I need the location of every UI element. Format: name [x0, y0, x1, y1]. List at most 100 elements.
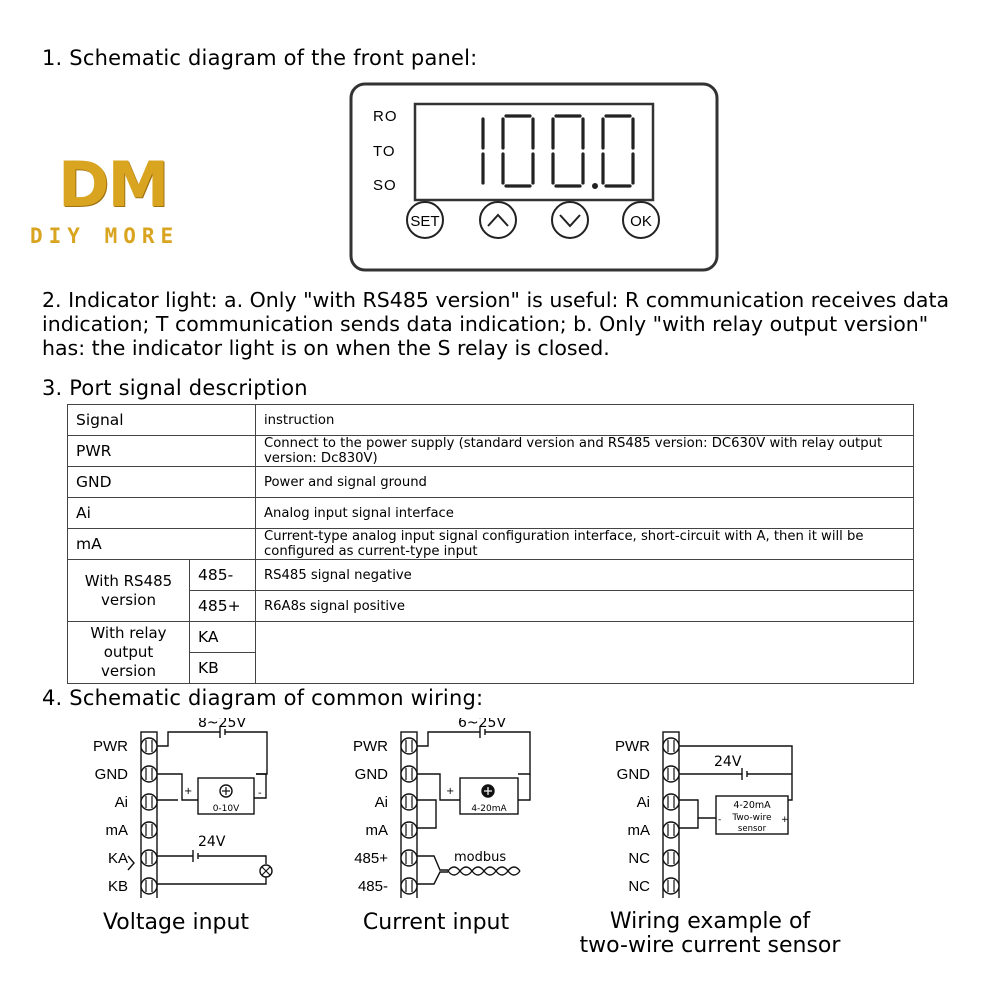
set-button-label: SET	[410, 213, 439, 230]
pin-label: Ai	[637, 794, 650, 811]
terminal-screw-icon	[140, 737, 158, 755]
signal-source-box	[197, 777, 255, 815]
terminal-screw-icon	[140, 877, 158, 895]
table-row: GND Power and signal ground	[67, 466, 914, 498]
wiring-diagram-voltage: PWR GND Ai mA KA KB 8~25V 0-10V + - 24V	[93, 718, 273, 898]
caption-line-1: Wiring example of	[609, 909, 811, 934]
svg-text:+: +	[446, 786, 454, 797]
instruction-cell: Analog input signal interface	[255, 497, 914, 529]
digit-0	[601, 114, 635, 188]
caption-line-2: two-wire current sensor	[579, 933, 841, 958]
front-panel: RO TO SO SET OK	[349, 82, 719, 272]
terminal-block	[662, 731, 680, 898]
table-row: With relay output version KA	[67, 621, 914, 684]
source-label: 0-10V	[213, 804, 240, 814]
sensor-line-1: 4-20mA	[733, 800, 771, 811]
signal-cell: Ai	[67, 497, 256, 529]
terminal-block	[140, 731, 158, 898]
terminal-screw-icon	[140, 765, 158, 783]
logo-brand: DIY MORE	[30, 224, 180, 248]
decimal-point	[592, 183, 598, 189]
svg-text:+: +	[781, 815, 789, 825]
table-header-row: Signal instruction	[67, 404, 914, 436]
pin-label: 485-	[358, 878, 388, 895]
terminal-screw-icon	[400, 793, 418, 811]
section4-title: 4. Schematic diagram of common wiring:	[42, 686, 484, 710]
port-signal-table: Signal instruction PWR Connect to the po…	[67, 404, 914, 684]
caption-two-wire-sensor: Wiring example of two-wire current senso…	[560, 910, 860, 958]
supply-label: 8~25V	[198, 718, 246, 731]
segment-display	[481, 114, 635, 189]
caption-current-input: Current input	[362, 910, 510, 935]
terminal-screw-icon	[400, 765, 418, 783]
group-label-relay: With relay output version	[67, 621, 190, 684]
terminal-screw-icon	[140, 793, 158, 811]
pin-label: GND	[617, 766, 651, 783]
instruction-cell: Current-type analog input signal configu…	[255, 528, 914, 560]
svg-text:+: +	[184, 786, 192, 797]
pin-cell: 485+	[189, 590, 256, 622]
sensor-box	[715, 795, 789, 835]
up-button[interactable]	[479, 201, 517, 239]
sensor-line-3: sensor	[738, 824, 767, 834]
instruction-cell: R6A8s signal positive	[255, 590, 914, 622]
set-button[interactable]: SET	[406, 201, 444, 239]
terminal-screw-icon	[662, 737, 680, 755]
pin-label: NC	[628, 878, 650, 895]
instruction-cell	[255, 621, 914, 684]
pin-label: PWR	[615, 738, 650, 755]
relay-switch-icon	[127, 855, 135, 871]
pin-label: mA	[106, 822, 129, 839]
signal-cell: mA	[67, 528, 256, 560]
svg-text:-: -	[258, 788, 262, 799]
instruction-cell: Power and signal ground	[255, 466, 914, 498]
table-row: PWR Connect to the power supply (standar…	[67, 435, 914, 467]
sensor-line-2: Two-wire	[731, 813, 772, 823]
instruction-cell: Connect to the power supply (standard ve…	[255, 435, 914, 467]
instruction-cell: RS485 signal negative	[255, 559, 914, 591]
pin-label: Ai	[375, 794, 388, 811]
digit-0	[501, 114, 535, 188]
signal-cell: GND	[67, 466, 256, 498]
section3-title: 3. Port signal description	[42, 376, 308, 400]
indicator-to: TO	[373, 143, 396, 160]
header-signal: Signal	[67, 404, 256, 436]
pin-cell: KB	[189, 652, 256, 684]
table-row: Ai Analog input signal interface	[67, 497, 914, 529]
table-row: mA Current-type analog input signal conf…	[67, 528, 914, 560]
table-row: With RS485 version 485- RS485 signal neg…	[67, 559, 914, 622]
terminal-screw-icon	[662, 849, 680, 867]
terminal-screw-icon	[662, 821, 680, 839]
pin-label: GND	[95, 766, 129, 783]
terminal-screw-icon	[662, 877, 680, 895]
supply-label: 24V	[714, 754, 742, 770]
header-instruction: instruction	[255, 404, 914, 436]
terminal-screw-icon	[140, 821, 158, 839]
table-row: 485+ R6A8s signal positive	[68, 590, 914, 622]
pin-label: mA	[366, 822, 389, 839]
relay-supply-label: 24V	[198, 834, 226, 850]
terminal-block	[400, 731, 418, 898]
pin-label: KA	[108, 850, 128, 867]
terminal-screw-icon	[400, 737, 418, 755]
terminal-screw-icon	[140, 849, 158, 867]
pin-label: GND	[355, 766, 389, 783]
caption-voltage-input: Voltage input	[102, 910, 250, 935]
table-row: KB	[68, 652, 914, 684]
terminal-screw-icon	[662, 765, 680, 783]
logo-mark: DM	[58, 148, 169, 221]
chevron-up-icon	[487, 213, 509, 227]
indicator-ro: RO	[373, 108, 398, 125]
brand-logo: DM DIY MORE	[30, 154, 255, 249]
pin-label: NC	[628, 850, 650, 867]
digit-0	[551, 114, 585, 188]
pin-label: PWR	[93, 738, 128, 755]
pin-label: 485+	[354, 850, 388, 867]
pin-label: KB	[108, 878, 128, 895]
group-label-rs485: With RS485 version	[67, 559, 190, 622]
down-button[interactable]	[551, 201, 589, 239]
ok-button[interactable]: OK	[622, 201, 660, 239]
pin-label: Ai	[115, 794, 128, 811]
